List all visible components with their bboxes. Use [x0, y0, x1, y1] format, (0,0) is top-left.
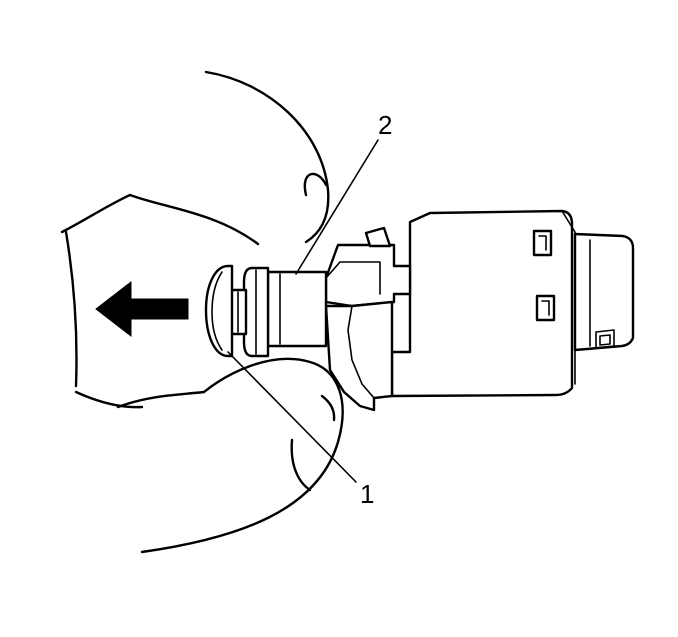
callout-label-2: 2 [378, 110, 392, 140]
callout-label-1: 1 [360, 479, 374, 509]
housing-skirt-edge [347, 305, 375, 399]
leader-line-1 [227, 351, 357, 483]
body-window-upper [532, 229, 553, 257]
hand-left-edge [64, 230, 78, 388]
plunger-cap [204, 264, 234, 358]
lower-fingertip [290, 438, 312, 492]
lower-finger-crease [320, 394, 336, 422]
housing-skirt [324, 300, 394, 412]
connector-latch-inner [599, 334, 611, 346]
collar-front-face [325, 261, 381, 295]
leader-line-2 [295, 139, 379, 275]
upper-finger [204, 70, 330, 244]
hand-bottom-knuckle [116, 390, 206, 409]
upper-fingertip [303, 172, 328, 197]
body-window-lower-inner [541, 300, 550, 316]
body-window-upper-inner [538, 235, 547, 251]
body-window-lower [535, 294, 556, 322]
connector-latch [595, 329, 615, 349]
collar-top-tab [364, 226, 392, 248]
switch-body-front-edge [409, 212, 431, 265]
direction-arrow [95, 280, 189, 338]
connector [573, 232, 635, 352]
switch-collar [324, 243, 412, 308]
hand-lower-edge [74, 390, 144, 409]
hand-top-knuckle [128, 193, 260, 246]
hand-outline [60, 193, 132, 234]
plunger-cap-rim [211, 271, 223, 351]
switch-body [390, 209, 574, 398]
plunger-shaft [266, 270, 328, 348]
lower-finger [140, 357, 344, 554]
